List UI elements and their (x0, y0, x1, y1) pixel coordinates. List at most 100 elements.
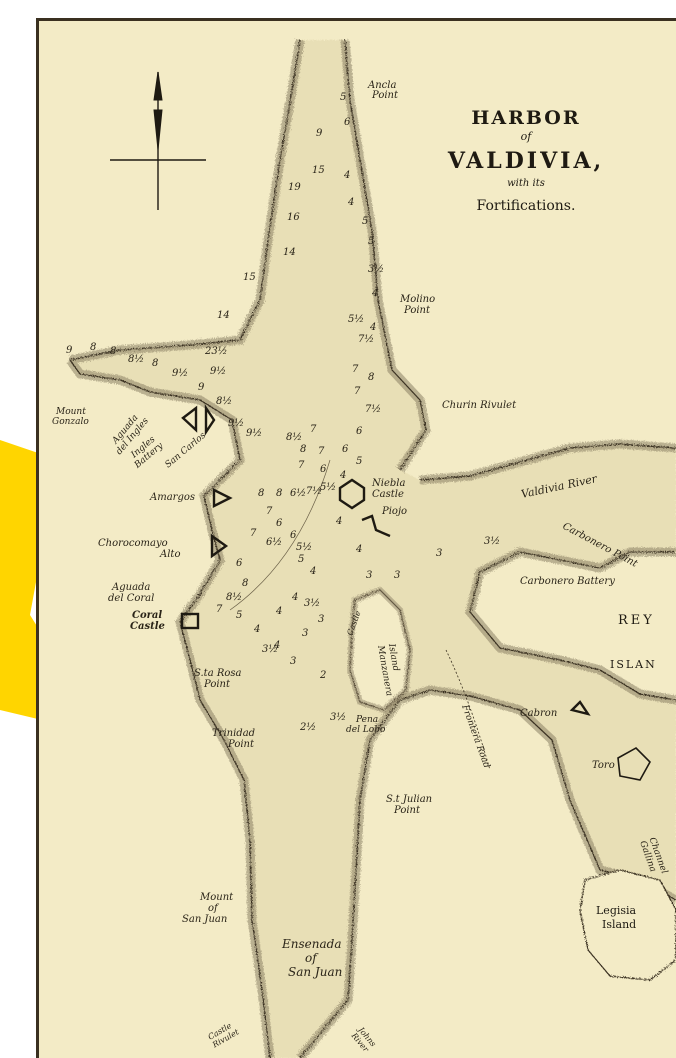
depth-sounding: 7½ (358, 334, 374, 345)
label-churin-rivulet: Churin Rivulet (442, 400, 517, 411)
label-piojo: Piojo (381, 506, 407, 517)
title-line-3: VALDIVIA, (447, 148, 604, 174)
depth-sounding: 6 (236, 558, 243, 569)
depth-sounding: 3½ (484, 536, 500, 547)
depth-sounding: 6 (290, 530, 297, 541)
depth-sounding: 7 (354, 386, 361, 397)
depth-sounding: 7 (298, 460, 305, 471)
depth-sounding: 5 (368, 236, 374, 247)
depth-sounding: 3 (366, 570, 372, 581)
depth-sounding: 3 (318, 614, 324, 625)
depth-sounding: 8 (276, 488, 282, 499)
label-rey: REY (618, 613, 655, 628)
label-carbonero-battery: Carbonero Battery (520, 576, 615, 587)
depth-sounding: 6½ (266, 537, 282, 548)
depth-sounding: 3 (290, 656, 296, 667)
depth-sounding: 5 (298, 554, 304, 565)
title-line-5: Fortifications. (477, 198, 576, 214)
depth-sounding: 6 (320, 464, 327, 475)
depth-sounding: 15 (243, 272, 256, 283)
depth-sounding: 7 (310, 424, 317, 435)
depth-sounding: 4 (339, 470, 346, 481)
legisia-island (579, 869, 676, 981)
depth-sounding: 8 (368, 372, 374, 383)
depth-sounding: 7 (216, 604, 223, 615)
depth-sounding: 4 (309, 566, 316, 577)
manzanera-island (346, 586, 414, 714)
depth-sounding: 4 (253, 624, 260, 635)
depth-sounding: 5½ (320, 482, 336, 493)
depth-sounding: 9½ (246, 428, 262, 439)
label-johns-river: JohnsRiver (348, 1024, 378, 1055)
depth-sounding: 3½ (368, 264, 384, 275)
depth-sounding: 8 (258, 488, 264, 499)
frontera-road-line (445, 649, 491, 771)
depth-sounding: 9½ (210, 366, 226, 377)
depth-sounding: 8 (300, 444, 306, 455)
depth-sounding: 4 (273, 640, 280, 651)
depth-sounding: 3½ (304, 598, 320, 609)
fort-symbols (180, 404, 651, 781)
depth-sounding: 5 (356, 456, 362, 467)
depth-sounding: 7½ (365, 404, 381, 415)
depth-sounding: 7 (318, 446, 325, 457)
depth-sounding: 4 (369, 322, 376, 333)
depth-sounding: 3 (302, 628, 308, 639)
depth-sounding: 8½ (216, 396, 232, 407)
depth-sounding: 7½ (306, 486, 322, 497)
title-line-4: with its (507, 178, 545, 189)
label-island: ISLAN (610, 658, 657, 671)
depth-sounding: 3½ (262, 644, 278, 655)
depth-sounding: 9½ (172, 368, 188, 379)
depth-sounding: 6 (344, 117, 351, 128)
label-amargos: Amargos (149, 492, 195, 503)
depth-sounding: 3½ (330, 712, 346, 723)
depth-sounding: 7 (250, 528, 257, 539)
depth-sounding: 5 (340, 92, 346, 103)
depth-sounding: 8 (90, 342, 96, 353)
water (70, 40, 676, 1058)
depth-sounding: 8 (110, 346, 116, 357)
depth-sounding: 9 (66, 345, 73, 356)
depth-sounding: 14 (217, 310, 230, 321)
depth-sounding: 6 (356, 426, 363, 437)
depth-sounding: 14 (283, 247, 296, 258)
depth-sounding: 9 (198, 382, 205, 393)
label-san-carlos: San Carlos (164, 430, 209, 470)
depth-sounding: 9 (316, 128, 323, 139)
title-line-1: HARBOR (471, 107, 580, 129)
label-cabron: Cabron (520, 708, 557, 719)
depth-sounding: 4 (291, 592, 298, 603)
title-line-2: of (521, 130, 534, 143)
depth-sounding: 3 (394, 570, 400, 581)
depth-sounding: 2 (319, 670, 326, 681)
depth-sounding: 4 (343, 170, 350, 181)
depth-sounding: 6½ (290, 488, 306, 499)
depth-sounding: 9½ (228, 418, 244, 429)
depth-sounding: 4 (335, 516, 342, 527)
depth-sounding: 19 (288, 182, 301, 193)
label-toro: Toro (592, 760, 615, 771)
depth-sounding: 8½ (128, 354, 144, 365)
depth-sounding: 5 (362, 216, 368, 227)
depth-sounding: 8 (152, 358, 158, 369)
depth-sounding: 7 (352, 364, 359, 375)
depth-sounding: 5½ (296, 542, 312, 553)
depth-sounding: 16 (287, 212, 300, 223)
depth-sounding: 7 (266, 506, 273, 517)
depth-sounding: 8½ (286, 432, 302, 443)
depth-sounding: 23½ (204, 346, 227, 357)
coastlines (69, 39, 676, 1058)
depth-sounding: 6 (276, 518, 283, 529)
